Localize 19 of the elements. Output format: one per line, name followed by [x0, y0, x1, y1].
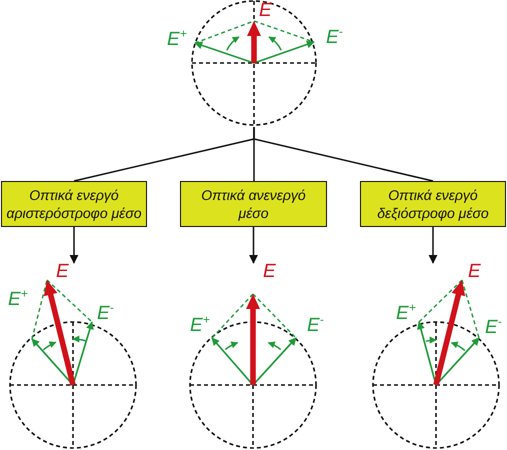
vector-label: E: [468, 262, 481, 281]
vector-label: E: [263, 262, 276, 281]
vector-label: E$^{-}$: [326, 28, 343, 47]
vector-label: E$^{+}$: [167, 30, 187, 49]
vector-label: E$^{+}$: [8, 290, 28, 309]
arrow: [70, 227, 78, 264]
process-box: Οπτικά ενεργό αριστερόστροφο μέσο: [1, 181, 147, 227]
vector-label: E: [259, 1, 272, 20]
process-box: Οπτικά ενεργό δεξιόστροφο μέσο: [360, 181, 506, 227]
arrow: [249, 227, 258, 264]
vector-label: E$^{+}$: [190, 316, 210, 335]
vector-label: E$^{-}$: [485, 318, 502, 337]
arrow: [428, 227, 438, 264]
vector-label: E$^{+}$: [396, 304, 416, 323]
connector-line: [253, 127, 434, 182]
vector-label: E: [56, 262, 69, 281]
process-box: Οπτικά ανενεργό μέσο: [180, 181, 327, 227]
vector-label: E$^{-}$: [97, 304, 114, 323]
vector-label: E$^{-}$: [307, 316, 324, 335]
